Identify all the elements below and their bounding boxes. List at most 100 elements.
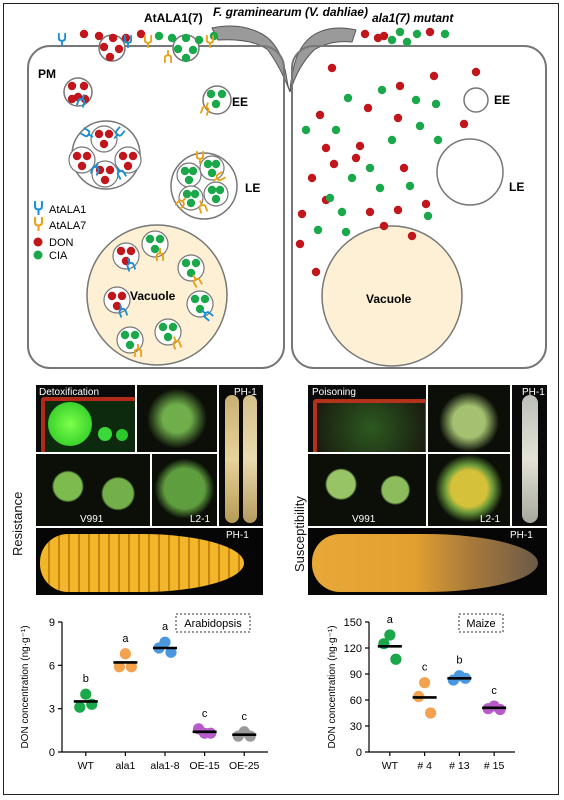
- don-dot: [100, 175, 110, 185]
- significance-letter: c: [202, 708, 208, 720]
- don-dot: [94, 129, 104, 139]
- cia-dot: [191, 258, 201, 268]
- photo-rosette-v991-right: V991: [307, 453, 427, 527]
- x-tick-label: WT: [78, 760, 95, 772]
- don-dot: [393, 113, 403, 123]
- cia-dot: [181, 33, 191, 43]
- cia-dot: [180, 166, 190, 176]
- data-point: [165, 646, 177, 658]
- cia-dot: [365, 163, 375, 173]
- don-dot: [429, 71, 439, 81]
- legend-don: DON: [49, 237, 74, 249]
- don-dot: [399, 163, 409, 173]
- don-dot: [297, 209, 307, 219]
- cia-dot: [200, 294, 210, 304]
- cia-dot: [387, 135, 397, 145]
- data-point: [119, 648, 131, 660]
- don-dot: [112, 301, 122, 311]
- don-dot: [295, 239, 305, 249]
- cia-dot: [173, 44, 183, 54]
- data-point: [494, 703, 506, 716]
- don-dot: [360, 29, 370, 39]
- don-dot: [355, 141, 365, 151]
- ph1-bottom-right: PH-1: [510, 530, 533, 541]
- cia-dot: [154, 31, 164, 41]
- y-tick-label: 0: [49, 747, 55, 759]
- chart-title: Arabidopsis: [184, 618, 242, 630]
- cia-dot: [158, 322, 168, 332]
- cia-dot: [331, 125, 341, 135]
- cia-dot: [186, 198, 196, 208]
- don-dot: [393, 205, 403, 215]
- don-dot: [421, 199, 431, 209]
- ala7-transporter-icon: [163, 50, 173, 63]
- y-axis-label: DON concentration (ng·g⁻¹): [20, 625, 31, 748]
- significance-letter: c: [241, 711, 247, 723]
- x-tick-label: # 4: [417, 760, 432, 772]
- vacuole-label-left: Vacuole: [130, 289, 176, 303]
- ee-label-left: EE: [232, 95, 248, 109]
- cia-legend-dot: [33, 250, 43, 260]
- don-dot: [329, 159, 339, 169]
- cia-dot: [203, 159, 213, 169]
- don-dot: [121, 33, 131, 43]
- cia-dot: [211, 194, 221, 204]
- poison-label: Poisoning: [312, 387, 356, 398]
- don-dot: [379, 221, 389, 231]
- cia-dot: [194, 35, 204, 45]
- cia-dot: [412, 29, 422, 39]
- v991-right: V991: [352, 514, 376, 525]
- don-legend-dot: [33, 237, 43, 247]
- data-point: [74, 701, 86, 713]
- cia-dot: [375, 183, 385, 193]
- photo-maize-right: PH-1: [307, 527, 548, 596]
- y-tick-label: 150: [344, 617, 362, 629]
- data-point: [425, 707, 437, 719]
- detox-label: Detoxification: [39, 387, 100, 398]
- significance-letter: c: [422, 662, 428, 674]
- data-point: [447, 674, 459, 686]
- don-dot: [118, 151, 128, 161]
- ph1-top-left: PH-1: [234, 387, 257, 398]
- ph1-bottom-left: PH-1: [226, 530, 249, 541]
- le-label-left: LE: [245, 181, 260, 195]
- don-dot: [77, 161, 87, 171]
- data-point: [113, 661, 125, 673]
- ee-label-right: EE: [494, 93, 510, 107]
- cia-dot: [337, 207, 347, 217]
- cia-dot: [217, 89, 227, 99]
- cia-dot: [423, 211, 433, 221]
- y-tick-label: 120: [344, 643, 362, 655]
- left-cell-membrane: [27, 45, 285, 369]
- cia-dot: [181, 258, 191, 268]
- cia-dot: [377, 85, 387, 95]
- susceptibility-label: Susceptibility: [292, 496, 307, 572]
- don-dot: [471, 67, 481, 77]
- cia-dot: [433, 135, 443, 145]
- y-axis-label: DON concentration (ng·g⁻¹): [327, 625, 338, 748]
- don-dot: [107, 291, 117, 301]
- significance-letter: a: [162, 621, 169, 633]
- cia-dot: [313, 225, 323, 235]
- cia-dot: [167, 33, 177, 43]
- cia-dot: [387, 35, 397, 45]
- cia-dot: [411, 95, 421, 105]
- chart-title-box: [458, 613, 504, 633]
- x-tick-label: OE-25: [229, 760, 260, 772]
- data-point: [80, 688, 92, 700]
- don-dot: [321, 143, 331, 153]
- don-dot: [365, 207, 375, 217]
- don-dot: [425, 27, 435, 37]
- don-dot: [307, 173, 317, 183]
- ee-right: [463, 87, 489, 113]
- photo-seedling-left: [136, 384, 218, 453]
- l21-right: L2-1: [480, 514, 501, 525]
- cia-dot: [130, 330, 140, 340]
- x-tick-label: OE-15: [189, 760, 220, 772]
- toxin-dots: [67, 27, 481, 350]
- don-dot: [126, 246, 136, 256]
- significance-letter: b: [456, 655, 462, 667]
- don-dot: [395, 81, 405, 91]
